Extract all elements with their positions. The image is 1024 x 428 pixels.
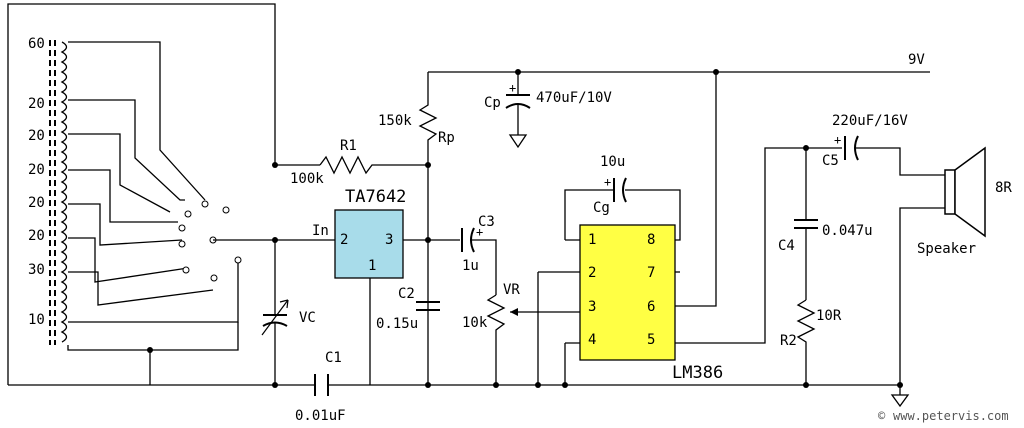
vc-label: VC	[299, 310, 316, 326]
c4-value: 0.047u	[822, 223, 873, 239]
lm386-pin3: 3	[588, 299, 596, 315]
r2-label: R2	[780, 333, 797, 349]
c2-value: 0.15u	[376, 316, 418, 332]
cp-value: 470uF/10V	[536, 90, 612, 106]
tap-label-4: 20	[28, 162, 45, 178]
c2-label: C2	[398, 286, 415, 302]
svg-text:+: +	[509, 81, 516, 95]
cg-label: Cg	[593, 200, 610, 216]
junction-dot	[425, 162, 431, 168]
capacitor-c4	[794, 148, 818, 300]
resistor-rp	[418, 72, 438, 385]
cp-label: Cp	[484, 95, 501, 111]
capacitor-cp: +	[505, 72, 531, 149]
potentiometer-vr	[486, 294, 580, 385]
lm386-pin1: 1	[588, 232, 596, 248]
lm386-pin4: 4	[588, 332, 596, 348]
tap-label-2: 20	[28, 96, 45, 112]
lm386-pin5: 5	[647, 332, 655, 348]
ta7642-pin2: 2	[340, 232, 348, 248]
lm386-pin7: 7	[647, 265, 655, 281]
speaker-label: Speaker	[917, 241, 976, 257]
lm386-pin2: 2	[588, 265, 596, 281]
speaker-icon	[899, 146, 986, 385]
ta7642-wires	[275, 239, 460, 385]
supply-label: 9V	[908, 52, 925, 68]
c1-label: C1	[325, 350, 342, 366]
coil-tap-wires	[67, 41, 239, 351]
svg-text:+: +	[834, 133, 841, 147]
tap-label-6: 20	[28, 228, 45, 244]
tap-label-7: 30	[28, 262, 45, 278]
vr-label: VR	[503, 282, 520, 298]
lm386-name: LM386	[672, 363, 723, 383]
cg-value: 10u	[600, 154, 625, 170]
site-url: www.petervis.com	[893, 409, 1009, 423]
junction-dot	[425, 237, 431, 243]
junction-dot	[272, 382, 278, 388]
ta7642-pin3: 3	[385, 232, 393, 248]
ta7642-pin1: 1	[368, 258, 376, 274]
vr-value: 10k	[462, 315, 488, 331]
c4-label: C4	[778, 238, 795, 254]
ta7642-in-label: In	[312, 223, 329, 239]
rp-value: 150k	[378, 113, 412, 129]
rp-label: Rp	[438, 130, 455, 146]
capacitor-c3: +	[461, 225, 497, 295]
r1-label: R1	[340, 138, 357, 154]
svg-text:+: +	[604, 175, 611, 189]
c1-value: 0.01uF	[295, 408, 346, 424]
capacitor-c2	[416, 301, 440, 311]
lm386-chip	[579, 224, 676, 361]
tapped-coil	[49, 40, 68, 345]
junction-dot	[425, 382, 431, 388]
speaker-value: 8R	[995, 180, 1012, 196]
c3-value: 1u	[462, 258, 479, 274]
r2-value: 10R	[816, 308, 842, 324]
band-switch	[178, 200, 275, 282]
copyright-symbol: ©	[878, 409, 886, 423]
capacitor-cg: +	[604, 175, 627, 203]
capacitor-c5: +	[834, 133, 945, 176]
resistor-r2	[796, 299, 816, 385]
ta7642-chip	[334, 209, 404, 279]
junction-dot	[803, 382, 809, 388]
c5-label: C5	[822, 153, 839, 169]
antenna-loop-wire	[7, 3, 320, 385]
junction-dot	[493, 382, 499, 388]
svg-text:+: +	[476, 225, 483, 239]
variable-capacitor-vc	[261, 240, 289, 385]
resistor-r1	[272, 155, 428, 175]
ta7642-name: TA7642	[345, 187, 406, 207]
capacitor-c1	[314, 374, 329, 396]
tap-label-5: 20	[28, 195, 45, 211]
lm386-pin6: 6	[647, 299, 655, 315]
r1-value: 100k	[290, 171, 324, 187]
ground-icon	[890, 385, 910, 408]
tap-label-1: 60	[28, 36, 45, 52]
tap-label-8: 10	[28, 312, 45, 328]
c5-value: 220uF/16V	[832, 113, 908, 129]
tap-label-3: 20	[28, 128, 45, 144]
lm386-pin8: 8	[647, 232, 655, 248]
c3-label: C3	[478, 214, 495, 230]
lm386-wires	[535, 72, 842, 388]
